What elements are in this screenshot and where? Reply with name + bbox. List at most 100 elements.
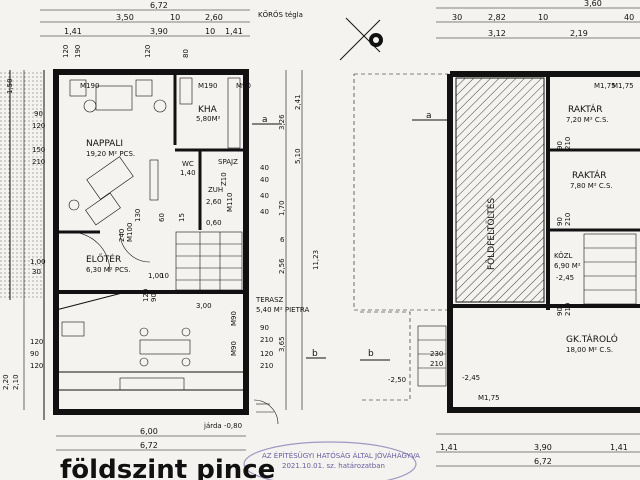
side-dim-l6: 30	[32, 268, 41, 276]
side-dim-r7: 1,70	[278, 200, 286, 216]
room-eloter-name: ELŐTÉR	[86, 253, 121, 265]
bottom-dim-6-72: 6,72	[140, 441, 158, 450]
rp-top-dim-3: 10	[538, 13, 548, 22]
stamp-date: 2021.10.01. sz. határozatban	[282, 462, 385, 470]
row-dim-1: 120	[62, 45, 70, 58]
section-marker-a-left: a	[262, 115, 268, 125]
room-wc-name: WC	[182, 160, 194, 168]
room-kha-name: KHA	[198, 105, 218, 115]
top-dim-4: 1,41	[64, 27, 82, 36]
side-dim-r16: 120	[260, 350, 273, 358]
top-dim-7: 1,41	[225, 27, 243, 36]
side-dim-r18: M90	[236, 82, 251, 90]
rp-label-2: 90	[556, 217, 564, 226]
bottom-dim-6-00: 6,00	[140, 427, 158, 436]
room-spajz-name: SPAJZ	[218, 158, 238, 166]
rp-label-7: 210	[430, 360, 443, 368]
side-dim-r9: 2,56	[278, 258, 286, 274]
rp-top-dim-1: 30	[452, 13, 462, 22]
side-dim-l5: 1,00	[30, 258, 46, 266]
jarda-label: járda -0,80	[203, 422, 242, 430]
rp-top-dim-4: 2,19	[570, 29, 588, 38]
section-marker-b-left: b	[312, 349, 318, 359]
rp-label-8: M1,75	[612, 82, 634, 90]
north-arrow-icon	[339, 17, 383, 61]
label-60: 60	[158, 213, 166, 222]
side-dim-r4: 40	[260, 176, 269, 184]
row-dim-2: 190	[74, 45, 82, 58]
side-dim-r3: 40	[260, 164, 269, 172]
side-dim-r6: 40	[260, 208, 269, 216]
rp-level-1: -2,45	[462, 374, 480, 382]
side-dim-l0: 1,50	[6, 78, 14, 94]
room-spajz-area: 0,60	[206, 219, 222, 227]
rp-top-dim-7: M1,75	[594, 82, 616, 90]
label-10: 10	[160, 272, 169, 280]
room-nappali-area: 19,20 M² PCS.	[86, 150, 135, 158]
side-dim-r13: 210	[260, 336, 273, 344]
top-dim-6: 10	[205, 27, 215, 36]
top-dim-total: 6,72	[150, 1, 168, 10]
section-marker-b-right: b	[368, 349, 374, 359]
side-dim-r10: 3,65	[278, 336, 286, 352]
rp-room-raktar1-area: 7,20 M² C.S.	[566, 116, 609, 124]
room-eloter-area: 6,30 M² PCS.	[86, 266, 131, 274]
side-dim-r14: M90	[230, 311, 238, 326]
side-dim-r17: 210	[260, 362, 273, 370]
label-z10: Z10	[220, 172, 228, 186]
stamp-text: AZ ÉPÍTÉSÜGYI HATÓSÁG ÁLTAL JÓVÁHAGYVA	[262, 451, 420, 460]
room-wc-area: 1,40	[180, 169, 196, 177]
label-3-00: 3,00	[196, 302, 212, 310]
room-kha-area: 5,80M²	[196, 115, 221, 123]
street-label: KŐRÖS tégla	[258, 10, 303, 19]
room-terasz-area: 5,40 M² PIETRA	[256, 306, 309, 314]
side-dim-r15: M90	[230, 341, 238, 356]
label-90: 90	[150, 293, 158, 302]
side-dim-l8: 90	[30, 350, 39, 358]
rp-label-1: 210	[564, 137, 572, 150]
label-m190-b: M190	[198, 82, 217, 90]
approval-stamp: AZ ÉPÍTÉSÜGYI HATÓSÁG ÁLTAL JÓVÁHAGYVA 2…	[243, 441, 420, 480]
rp-bottom-dim-0: 1,41	[440, 443, 458, 452]
room-zuh-area: 2,60	[206, 198, 222, 206]
side-dim-r8: 6	[280, 236, 285, 244]
top-dim-5: 3,90	[150, 27, 168, 36]
rp-top-dim-0: 3,60	[584, 0, 602, 8]
top-dim-3: 10	[170, 13, 180, 22]
rp-room-raktar2-area: 7,80 M² C.S.	[570, 182, 613, 190]
rp-label-0: 90	[556, 141, 564, 150]
rp-bottom-dim-1: 3,90	[534, 443, 552, 452]
section-marker-a-right: a	[426, 111, 432, 121]
side-dim-l10: 2,10	[12, 374, 20, 390]
side-dim-r11: 11,23	[312, 250, 320, 270]
rp-label-5: 210	[564, 303, 572, 316]
fill-label: FÖLDFELTÖLTÉS	[485, 198, 497, 270]
side-dim-l1: 90	[34, 110, 43, 118]
side-dim-r5: 40	[260, 192, 269, 200]
side-dim-r1: 2,41	[294, 94, 302, 110]
label-120: 120	[142, 289, 150, 302]
rp-room-gk-name: GK.TÁROLÓ	[566, 333, 618, 345]
rp-room-kozl-area: 6,90 M²	[554, 262, 581, 270]
side-dim-l9: 2,20	[2, 374, 10, 390]
rp-top-dim-6: 3,12	[488, 29, 506, 38]
rp-room-raktar2-name: RAKTÁR	[572, 169, 606, 181]
rp-room-gk-area: 18,00 M² C.S.	[566, 346, 613, 354]
rp-bottom-dim-2: 1,41	[610, 443, 628, 452]
label-m190-a: M190	[80, 82, 99, 90]
top-dim-2: 2,60	[205, 13, 223, 22]
top-dim-1: 3,50	[116, 13, 134, 22]
label-15: 15	[178, 213, 186, 222]
label-240: 240	[118, 229, 126, 242]
room-zuh-name: ZUH	[208, 186, 223, 194]
side-dim-l4: 210	[32, 158, 45, 166]
side-dim-r0: 3,26	[278, 114, 286, 130]
rp-label-4: 90	[556, 307, 564, 316]
side-dim-l11: 120	[30, 362, 43, 370]
rp-top-dim-2: 2,82	[488, 13, 506, 22]
label-m100: M100	[126, 223, 134, 242]
basement-plan: 3,60 30 2,82 10 2,19 40 3,12 M1,75 FÖLDF…	[353, 0, 640, 467]
label-m90: M90	[52, 335, 60, 350]
rp-label-3: 210	[564, 213, 572, 226]
